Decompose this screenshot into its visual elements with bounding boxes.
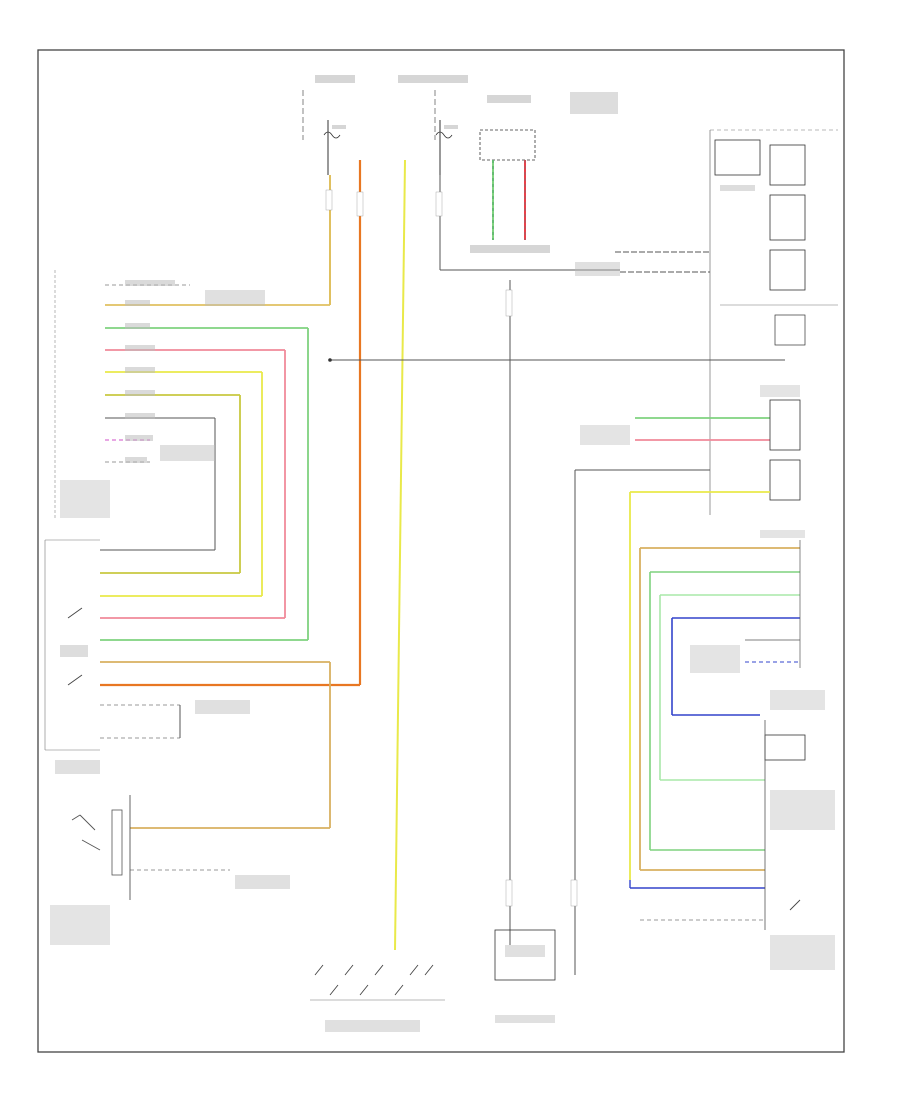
diagram-border	[37, 49, 845, 1053]
center-bottom-module	[494, 929, 556, 1023]
top-connector-box	[470, 129, 550, 253]
fuse-left	[323, 120, 346, 175]
wire-gray-vertical-right	[435, 175, 620, 271]
wire-center-vertical	[505, 280, 513, 945]
wire-tan-vertical	[325, 175, 333, 305]
bottom-switch-assembly	[310, 964, 445, 1032]
fuse-right	[435, 120, 458, 175]
power-feeds-top	[302, 75, 618, 140]
left-connector-list	[54, 270, 330, 640]
wire-tan-lower	[130, 662, 331, 871]
wire-orange-vertical	[356, 160, 364, 685]
right-lower-connector	[629, 530, 835, 970]
right-middle-relays	[580, 385, 801, 880]
wire-long-horizontal	[328, 358, 785, 362]
lower-left-switch	[50, 795, 290, 945]
wire-right-vertical	[570, 469, 710, 975]
right-top-module	[575, 129, 838, 515]
mode-switch-block	[44, 539, 360, 774]
wire-yellow-vertical	[394, 159, 406, 951]
